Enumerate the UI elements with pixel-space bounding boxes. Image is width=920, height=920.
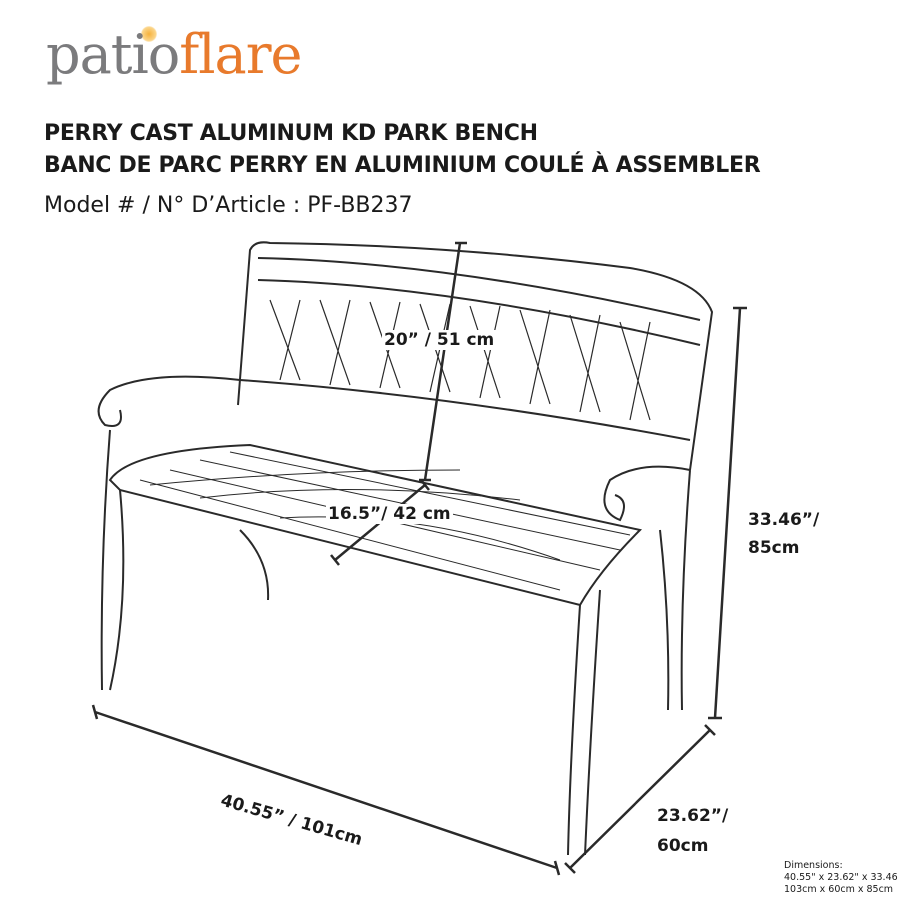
dimension-height-metric: 85cm <box>746 538 802 558</box>
note-label: Dimensions: <box>784 860 843 871</box>
dimension-height-imperial: 33.46”/ <box>746 510 822 530</box>
note-metric: 103cm x 60cm x 85cm <box>784 884 894 895</box>
dimension-back-height: 20” / 51 cm <box>382 330 497 350</box>
logo-part-patio: patio <box>46 23 180 86</box>
dimension-depth-metric: 60cm <box>655 836 711 856</box>
dimensions-note: Dimensions: 40.55" x 23.62" x 33.46 103c… <box>784 860 898 896</box>
model-number: Model # / N° D’Article : PF-BB237 <box>44 193 413 218</box>
logo-part-flare: flare <box>179 23 302 86</box>
product-title-fr: BANC DE PARC PERRY EN ALUMINIUM COULÉ À … <box>44 153 761 178</box>
note-imperial: 40.55" x 23.62" x 33.46 <box>784 872 898 883</box>
dimension-seat-depth: 16.5”/ 42 cm <box>326 504 453 524</box>
brand-logo: patioflare <box>46 28 302 82</box>
logo-sun-icon <box>141 26 157 42</box>
product-title-en: PERRY CAST ALUMINUM KD PARK BENCH <box>44 121 538 146</box>
dimension-depth-imperial: 23.62”/ <box>655 806 731 826</box>
